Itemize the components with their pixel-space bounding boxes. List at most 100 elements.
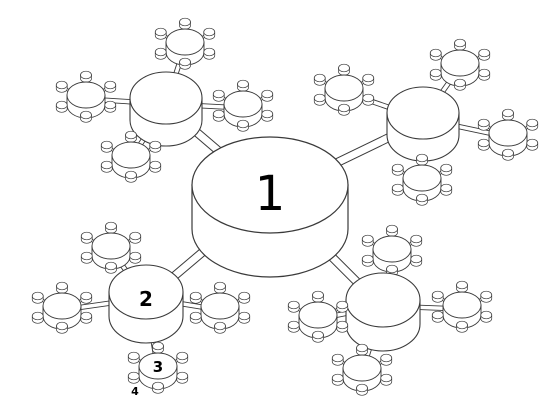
level-4-cylinder-ne-3-4-top: [416, 153, 428, 163]
level-4-cylinder-se-3-4-top: [356, 343, 368, 353]
level-4-cylinder-sw-3-0: [176, 371, 189, 384]
level-4-cylinder-sw-0-3: [80, 231, 93, 244]
level-4-cylinder-se-1-5: [336, 300, 349, 313]
level-4-cylinder-sw-2-3-top: [189, 291, 202, 301]
level-4-cylinder-sw-0-4: [105, 221, 117, 234]
level-4-cylinder-ne-0-4: [338, 63, 350, 76]
level-4-cylinder-sw-1-0: [80, 311, 93, 324]
level-4-cylinder-nw-2-1: [237, 119, 249, 132]
node-layer: [31, 17, 539, 396]
level-4-cylinder-nw-2-3: [212, 89, 225, 102]
level-4-cylinder-se-3-0: [380, 373, 393, 386]
level-2-cylinder-nw-top: [129, 71, 203, 125]
level-2-cylinder-ne-top: [386, 86, 460, 140]
level-4-cylinder-nw-3-3: [100, 140, 113, 153]
level-4-cylinder-se-2-4-top: [456, 280, 468, 290]
level-4-cylinder-sw-2-2: [189, 311, 202, 324]
level-4-cylinder-se-1-0: [336, 320, 349, 333]
level-3-cylinder-se-0-top: [372, 235, 412, 263]
level-4-cylinder-nw-2-3-top: [212, 89, 225, 99]
level-4-cylinder-se-1-3: [287, 300, 300, 313]
level-4-cylinder-ne-3-1-top: [416, 193, 428, 203]
level-3-cylinder-sw-3-top: [138, 352, 178, 380]
level-4-cylinder-nw-3-2-top: [100, 160, 113, 170]
level-4-cylinder-sw-0-1-top: [105, 261, 117, 271]
level-4-cylinder-se-2-2-top: [431, 310, 444, 320]
level-4-cylinder-sw-0-2: [80, 251, 93, 264]
level-4-cylinder-nw-0-5-top: [104, 80, 117, 90]
level-3-cylinder-sw-1: [42, 292, 82, 330]
level-4-cylinder-se-2-3-top: [431, 290, 444, 300]
level-3-cylinder-nw-0: [66, 81, 106, 119]
level-4-cylinder-nw-2-0-top: [261, 109, 274, 119]
level-4-cylinder-ne-0-0-top: [362, 93, 375, 103]
level-4-cylinder-sw-0-0: [129, 251, 142, 264]
level-4-cylinder-ne-3-5: [440, 163, 453, 176]
level-4-cylinder-ne-0-5-top: [362, 73, 375, 83]
level-4-cylinder-ne-1-1: [454, 78, 466, 91]
level-4-cylinder-ne-2-4: [502, 108, 514, 121]
level-4-cylinder-se-2-5: [480, 290, 493, 303]
level-4-cylinder-nw-3-1: [125, 170, 137, 183]
level-4-cylinder-se-3-5-top: [380, 353, 393, 363]
level-4-cylinder-nw-3-4-top: [125, 130, 137, 140]
level-4-cylinder-se-2-2: [431, 310, 444, 323]
level-4-cylinder-nw-3-4: [125, 130, 137, 143]
level-4-cylinder-se-3-2: [331, 373, 344, 386]
level-4-cylinder-sw-1-2-top: [31, 311, 44, 321]
level-4-cylinder-se-0-3: [361, 234, 374, 247]
level-4-cylinder-nw-1-3-top: [154, 27, 167, 37]
level-4-cylinder-sw-3-2-top: [127, 371, 140, 381]
level-4-cylinder-nw-3-5: [149, 140, 162, 153]
level-4-cylinder-ne-0-3-top: [313, 73, 326, 83]
level-4-cylinder-se-2-1: [456, 320, 468, 333]
level-4-cylinder-se-0-0-top: [410, 254, 423, 264]
level-3-cylinder-ne-1: [440, 49, 480, 87]
level-2-cylinder-se-top: [345, 272, 421, 328]
level-4-cylinder-ne-1-5-top: [478, 48, 491, 58]
level-4-cylinder-ne-1-5: [478, 48, 491, 61]
level-3-cylinder-sw-2-top: [200, 292, 240, 320]
level-4-cylinder-se-3-2-top: [331, 373, 344, 383]
level-3-cylinder-se-0: [372, 235, 412, 273]
level-4-cylinder-se-2-5-top: [480, 290, 493, 300]
level-3-cylinder-sw-1-top: [42, 292, 82, 320]
level-3-cylinder-nw-1-top: [165, 28, 205, 56]
level-4-cylinder-se-1-4: [312, 290, 324, 303]
level-4-cylinder-ne-0-4-top: [338, 63, 350, 73]
level-2-cylinder-sw: [108, 264, 184, 344]
level-4-cylinder-nw-2-5-top: [261, 89, 274, 99]
level-4-cylinder-sw-1-4: [56, 281, 68, 294]
level-4-cylinder-se-0-2: [361, 254, 374, 267]
level-4-cylinder-se-2-0: [480, 310, 493, 323]
level-4-cylinder-se-0-3-top: [361, 234, 374, 244]
level-4-cylinder-sw-1-1: [56, 321, 68, 334]
level-4-cylinder-sw-1-3-top: [31, 291, 44, 301]
level-4-cylinder-ne-3-1: [416, 193, 428, 206]
level-4-cylinder-nw-0-2-top: [55, 100, 68, 110]
level-4-cylinder-se-0-2-top: [361, 254, 374, 264]
level-4-cylinder-nw-3-0: [149, 160, 162, 173]
level-4-cylinder-ne-1-3: [429, 48, 442, 61]
level-4-cylinder-se-1-2-top: [287, 320, 300, 330]
level-4-cylinder-sw-3-3: [127, 351, 140, 364]
level-4-cylinder-sw-2-5: [238, 291, 251, 304]
level-4-cylinder-ne-0-0: [362, 93, 375, 106]
level-3-cylinder-nw-0-top: [66, 81, 106, 109]
level-4-cylinder-nw-3-5-top: [149, 140, 162, 150]
level-4-cylinder-sw-3-1-top: [152, 381, 164, 391]
label-layer: 1 2 3 4: [131, 166, 285, 398]
level-4-cylinder-se-1-1: [312, 330, 324, 343]
level-4-cylinder-sw-1-4-top: [56, 281, 68, 291]
level-4-cylinder-nw-3-3-top: [100, 140, 113, 150]
level-4-cylinder-nw-1-5: [203, 27, 216, 40]
level-4-cylinder-nw-0-4-top: [80, 70, 92, 80]
level-4-cylinder-sw-2-0-top: [238, 311, 251, 321]
level-4-cylinder-se-2-1-top: [456, 320, 468, 330]
level-4-cylinder-sw-2-1-top: [214, 321, 226, 331]
level-4-cylinder-se-0-0: [410, 254, 423, 267]
level-4-cylinder-ne-0-2-top: [313, 93, 326, 103]
level-3-label: 3: [153, 358, 163, 376]
level-4-cylinder-se-0-1-top: [386, 264, 398, 274]
level-4-cylinder-ne-1-3-top: [429, 48, 442, 58]
